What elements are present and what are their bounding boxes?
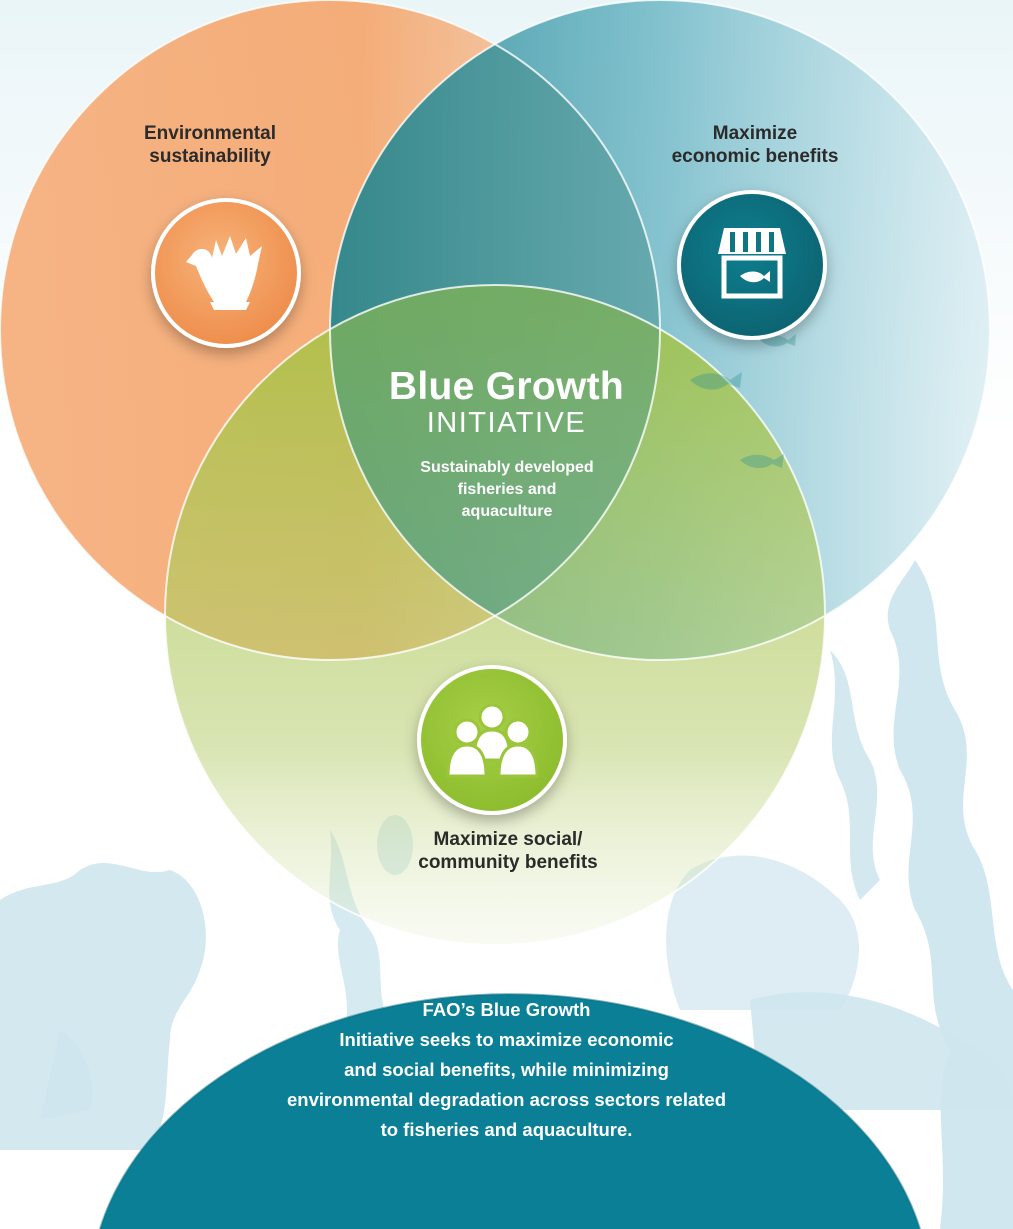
economic-label-line-2: economic benefits bbox=[671, 146, 839, 167]
environmental-label-line-2: sustainability bbox=[149, 146, 271, 167]
footer-line-1: FAO’s Blue Growth bbox=[422, 999, 591, 1020]
center-description-line-2: fisheries and bbox=[457, 481, 557, 498]
footer-panel bbox=[100, 994, 920, 1229]
footer-line-2: Initiative seeks to maximize economic bbox=[339, 1029, 674, 1050]
center-description-line-3: aquaculture bbox=[461, 503, 553, 520]
fish-market-stall-icon bbox=[718, 228, 786, 299]
social-label-line-2: community benefits bbox=[418, 852, 598, 873]
economic-label: Maximize economic benefits bbox=[640, 122, 870, 168]
community-people-icon bbox=[446, 703, 539, 778]
environmental-label: Environmental sustainability bbox=[110, 122, 310, 168]
center-title: Blue Growth bbox=[388, 365, 625, 408]
center-title-block: Blue Growth INITIATIVE bbox=[340, 366, 673, 439]
footer-line-5: to fisheries and aquaculture. bbox=[380, 1119, 633, 1140]
footer-text: FAO’s Blue Growth Initiative seeks to ma… bbox=[200, 995, 813, 1145]
economic-label-line-1: Maximize bbox=[712, 123, 798, 144]
footer-line-4: environmental degradation across sectors… bbox=[286, 1089, 726, 1110]
economic-icon-badge bbox=[677, 190, 827, 340]
coral-icon bbox=[186, 236, 262, 310]
environmental-label-line-1: Environmental bbox=[144, 123, 276, 144]
footer-line-3: and social benefits, while minimizing bbox=[344, 1059, 669, 1080]
social-label-line-1: Maximize social/ bbox=[433, 829, 583, 850]
overlap-env-econ bbox=[329, 44, 661, 616]
social-label: Maximize social/ community benefits bbox=[378, 828, 638, 874]
center-description: Sustainably developed fisheries and aqua… bbox=[378, 457, 636, 523]
circle-outlines bbox=[0, 0, 990, 945]
center-description-line-1: Sustainably developed bbox=[420, 459, 594, 476]
center-subtitle: INITIATIVE bbox=[426, 407, 587, 439]
